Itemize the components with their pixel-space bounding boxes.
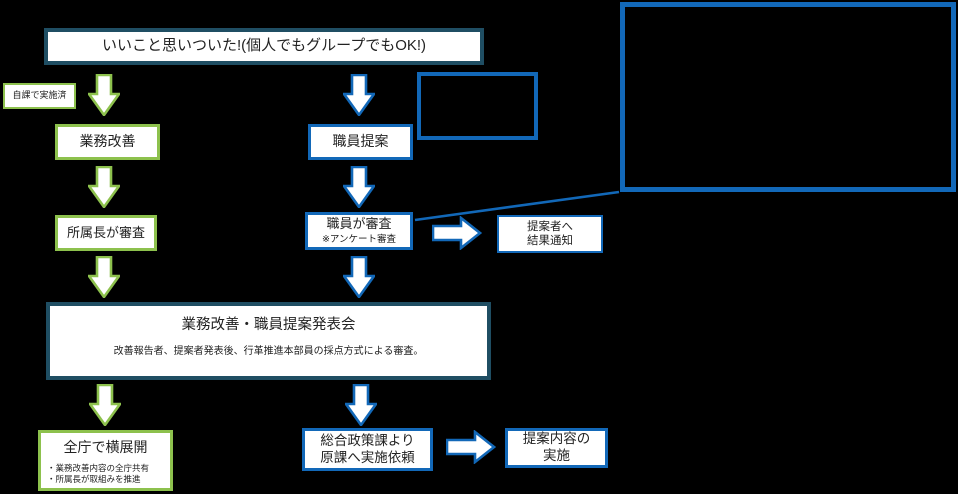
arrow-down-idea-to-teian-icon bbox=[343, 74, 375, 116]
badge-self-implemented-label: 自課で実施済 bbox=[12, 90, 67, 101]
arrow-down-idea-to-kaizen-icon bbox=[88, 74, 120, 116]
node-implementation-line2: 実施 bbox=[543, 448, 570, 463]
arrow-right-request-to-implementation-icon bbox=[446, 430, 496, 464]
node-implementation-request-line2: 原課へ実施依頼 bbox=[320, 449, 415, 465]
node-implementation-line1: 提案内容の bbox=[522, 431, 591, 447]
node-idea: いいこと思いついた!(個人でもグループでもOK!) bbox=[44, 28, 484, 65]
node-idea-label: いいこと思いついた!(個人でもグループでもOK!) bbox=[101, 37, 427, 55]
node-presentation: 業務改善・職員提案発表会 改善報告者、提案者発表後、行革推進本部員の採点方式によ… bbox=[46, 302, 491, 380]
node-kaizen-label: 業務改善 bbox=[79, 133, 136, 150]
redacted-note-large bbox=[620, 2, 956, 192]
node-yokotenkai-bullet-2: ・所属長が取組みを推進 bbox=[47, 473, 141, 484]
node-presentation-subtitle: 改善報告者、提案者発表後、行革推進本部員の採点方式による審査。 bbox=[113, 346, 424, 358]
node-implementation-request: 総合政策課より 原課へ実施依頼 bbox=[302, 428, 433, 471]
node-yokotenkai: 全庁で横展開 ・業務改善内容の全庁共有 ・所属長が取組みを推進 bbox=[38, 430, 173, 491]
arrow-down-staff-review-to-presentation-icon bbox=[343, 256, 375, 298]
node-chief-review: 所属長が審査 bbox=[55, 215, 157, 251]
node-presentation-title: 業務改善・職員提案発表会 bbox=[181, 317, 356, 333]
node-teian: 職員提案 bbox=[308, 124, 413, 160]
badge-self-implemented: 自課で実施済 bbox=[3, 83, 76, 109]
node-staff-review-note: ※アンケート審査 bbox=[321, 233, 397, 245]
arrow-down-presentation-to-request-icon bbox=[345, 384, 377, 426]
arrow-down-chief-review-to-presentation-icon bbox=[88, 256, 120, 298]
node-yokotenkai-bullet-1: ・業務改善内容の全庁共有 bbox=[47, 462, 150, 473]
node-implementation: 提案内容の 実施 bbox=[505, 428, 608, 468]
node-staff-review-label: 職員が審査 bbox=[326, 216, 392, 232]
node-chief-review-label: 所属長が審査 bbox=[66, 224, 145, 240]
node-notify-result-line1: 提案者へ bbox=[527, 220, 573, 233]
arrow-right-review-to-notify-icon bbox=[432, 216, 482, 250]
arrow-down-presentation-to-yokotenkai-icon bbox=[89, 384, 121, 426]
arrow-down-kaizen-to-chief-review-icon bbox=[88, 166, 120, 208]
node-notify-result-line2: 結果通知 bbox=[527, 235, 573, 247]
node-staff-review: 職員が審査 ※アンケート審査 bbox=[305, 212, 413, 250]
node-teian-label: 職員提案 bbox=[332, 133, 389, 150]
node-kaizen: 業務改善 bbox=[55, 124, 160, 160]
redacted-note-small bbox=[417, 72, 538, 140]
arrow-down-teian-to-staff-review-icon bbox=[343, 166, 375, 208]
node-implementation-request-line1: 総合政策課より bbox=[320, 432, 415, 448]
node-notify-result: 提案者へ 結果通知 bbox=[497, 215, 603, 253]
node-yokotenkai-title: 全庁で横展開 bbox=[63, 439, 148, 455]
node-yokotenkai-bullets: ・業務改善内容の全庁共有 ・所属長が取組みを推進 bbox=[41, 463, 149, 486]
